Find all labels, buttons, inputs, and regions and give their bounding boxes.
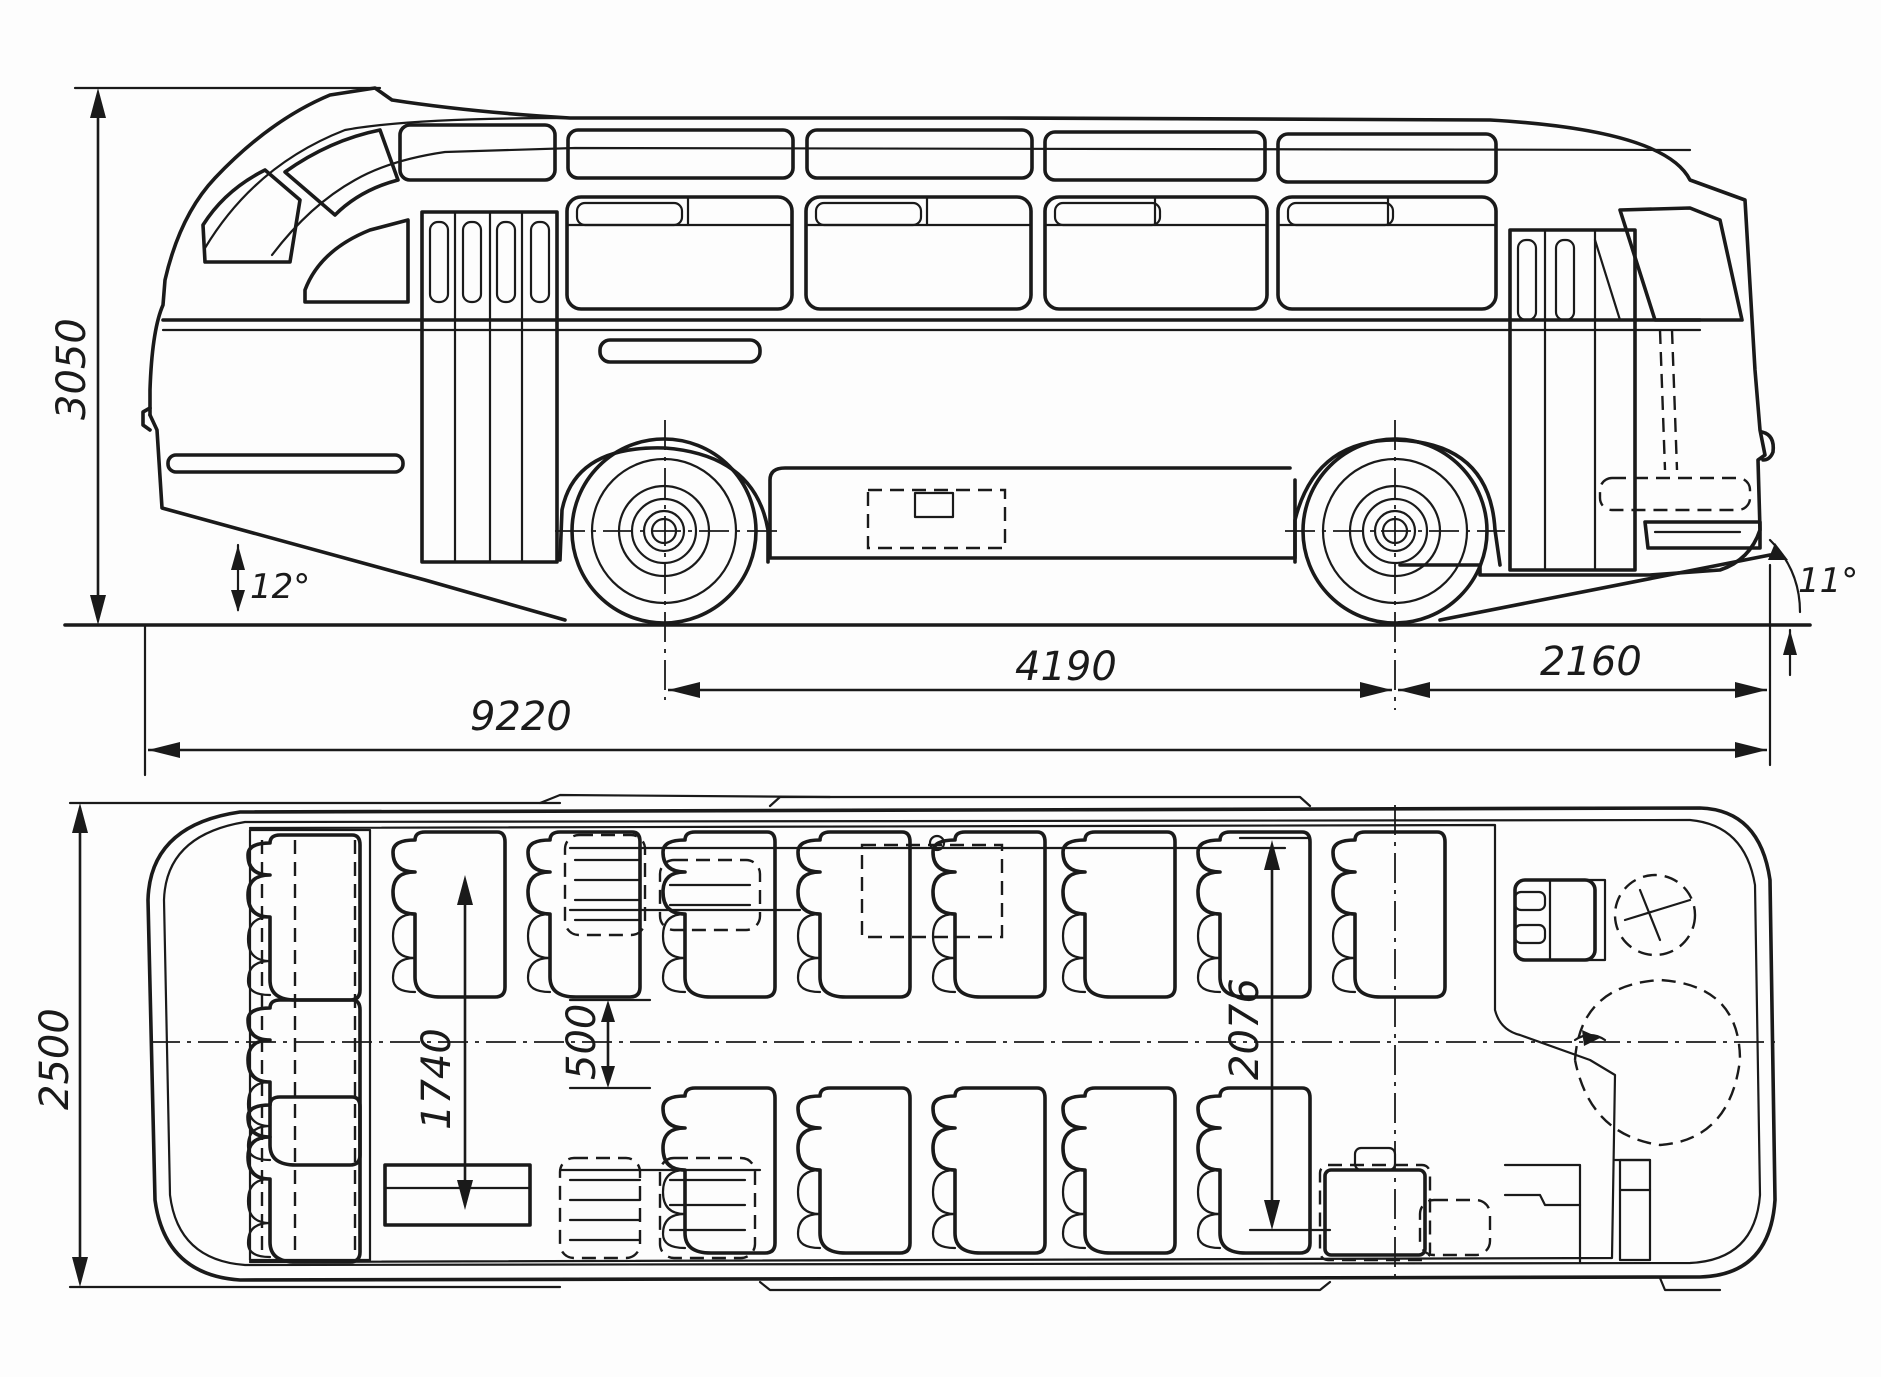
side-windows <box>565 195 1498 311</box>
fuel-tank <box>866 488 1007 550</box>
rear-door <box>1508 228 1637 572</box>
plan-roof-bulge-left <box>538 793 832 805</box>
rear-pillar-2 <box>1670 329 1679 471</box>
roof-hatch <box>860 843 1004 939</box>
folding-seats <box>558 833 762 1260</box>
departure-angle-label: 11° <box>1798 561 1858 601</box>
plan-floor <box>248 823 1617 1264</box>
dim-1740-label: 1740 <box>414 1028 460 1130</box>
rear-pillar-1 <box>1658 329 1667 471</box>
rear-overhang-label: 2160 <box>1540 639 1642 685</box>
roof-vent <box>928 834 946 852</box>
width-label: 2500 <box>32 1008 78 1110</box>
wheelbase-dimension: 4190 <box>668 644 1392 698</box>
dim-500-label: 500 <box>559 1004 605 1080</box>
dim-500: 500 <box>559 998 652 1090</box>
wheelbase-label: 4190 <box>1015 644 1117 690</box>
rear-light <box>1598 476 1752 512</box>
roof-windows <box>201 123 1498 264</box>
left-seats <box>391 830 1447 999</box>
roof-line <box>203 116 572 250</box>
dim-2076: 2076 <box>1222 836 1332 1232</box>
front-door <box>420 210 559 564</box>
rear-bumper <box>1643 520 1762 550</box>
luggage-items <box>1318 1146 1652 1264</box>
driver-area <box>1513 873 1742 1147</box>
side-trim <box>598 338 762 364</box>
skirt-panel <box>768 466 1297 560</box>
rear-knob <box>1760 430 1776 462</box>
front-window <box>303 218 410 304</box>
plan-hull-outer <box>146 806 1777 1282</box>
overall-length-label: 9220 <box>470 694 572 740</box>
dim-2076-label: 2076 <box>1222 978 1268 1080</box>
departure-angle: 11° <box>1768 538 1858 677</box>
body-outline <box>148 86 1767 577</box>
fuel-filler <box>913 491 955 519</box>
front-bumper <box>141 406 152 432</box>
front-skirt <box>148 413 567 622</box>
dim-1740: 1740 <box>414 875 473 1210</box>
plan-view: 2500 <box>32 793 1780 1292</box>
approach-angle: 12° <box>231 543 310 612</box>
plan-roof-bulge-bottom <box>758 1280 1332 1292</box>
front-wheel-arch <box>558 446 770 564</box>
roof-inner <box>270 146 1692 257</box>
approach-angle-label: 12° <box>250 567 310 607</box>
side-view: 3050 12° 11° 4190 <box>49 86 1858 777</box>
rear-overhang-dimension: 2160 <box>1398 639 1767 698</box>
overall-length-dimension: 9220 <box>148 694 1767 758</box>
plan-hull-inner <box>162 818 1762 1267</box>
height-dimension: 3050 <box>49 86 382 625</box>
height-label: 3050 <box>49 318 95 420</box>
rear-bench <box>246 828 372 1264</box>
plan-roof-bulge-rbtm <box>1658 1276 1722 1292</box>
plan-roof-bulge-top <box>768 795 1312 808</box>
rear-skirt <box>1438 553 1772 622</box>
rear-window <box>1618 206 1744 322</box>
front-trim <box>166 453 405 474</box>
width-dimension: 2500 <box>32 801 562 1289</box>
rear-step <box>383 1163 532 1227</box>
